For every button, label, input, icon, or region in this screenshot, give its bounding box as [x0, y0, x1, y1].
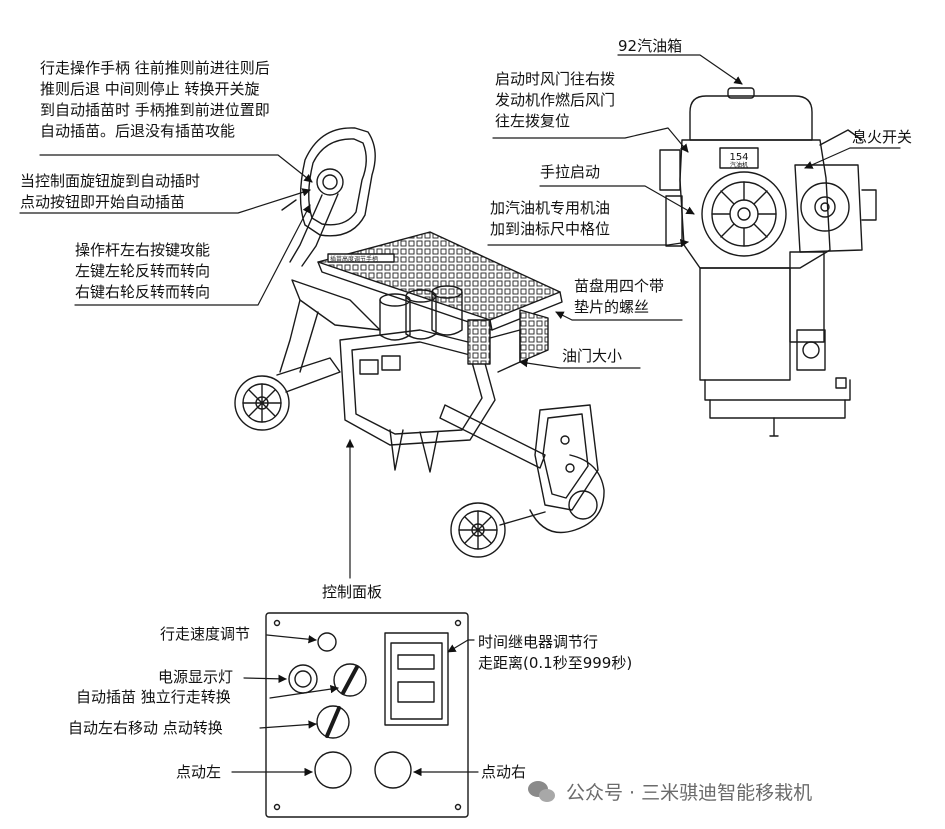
- engine-oil-label: 加汽油机专用机油 加到油标尺中格位: [490, 198, 610, 240]
- throttle-label: 油门大小: [562, 347, 623, 365]
- kill-switch-label: 息火开关: [852, 128, 913, 146]
- watermark-text: 公众号 · 三米骐迪智能移栽机: [566, 782, 813, 804]
- choke-line-3: 往左拨复位: [495, 112, 571, 130]
- engine-oil-line-2: 加到油标尺中格位: [490, 220, 611, 238]
- walk-handle-label: 行走操作手柄 往前推则前进往则后 推则后退 中间则停止 转换开关旋 到自动插苗时…: [40, 58, 270, 142]
- control-knob-line-2: 点动按钮即开始自动插苗: [20, 193, 186, 211]
- lever-buttons-line-2: 左键左轮反转而转向: [75, 262, 211, 280]
- planter-body: [234, 231, 605, 558]
- watermark: 公众号 · 三米骐迪智能移栽机: [528, 778, 812, 805]
- walk-handle-line-2: 推则后退 中间则停止 转换开关旋: [40, 80, 260, 98]
- control-panel-title: 控制面板: [322, 583, 383, 601]
- choke-line-1: 启动时风门往右拨: [495, 70, 616, 88]
- engine-plate-type: 汽油机: [730, 161, 748, 169]
- control-knob-label: 当控制面旋钮旋到自动插时 点动按钮即开始自动插苗: [20, 171, 200, 213]
- control-knob-line-1: 当控制面旋钮旋到自动插时: [20, 172, 201, 190]
- lever-buttons-line-3: 右键右轮反转而转向: [75, 283, 211, 301]
- engine-oil-line-1: 加汽油机专用机油: [490, 199, 611, 217]
- relay-line-2: 走距离(0.1秒至999秒): [478, 654, 633, 672]
- walk-handle-line-3: 到自动插苗时 手柄推到前进位置即: [40, 101, 270, 119]
- leader-lines: [19, 54, 901, 777]
- tray-bolts-label: 苗盘用四个带 垫片的螺丝: [574, 276, 664, 318]
- power-light-label: 电源显示灯: [158, 668, 234, 686]
- jog-right-label: 点动右: [481, 763, 527, 781]
- walk-handle-line-4: 自动插苗。后退没有插苗攻能: [40, 122, 236, 140]
- relay-label: 时间继电器调节行 走距离(0.1秒至999秒): [478, 632, 632, 674]
- control-panel-drawing: [265, 612, 469, 818]
- engine: [659, 87, 877, 437]
- lever-buttons-label: 操作杆左右按键攻能 左键左轮反转而转向 右键右轮反转而转向: [75, 240, 210, 303]
- walk-handle-line-1: 行走操作手柄 往前推则前进往则后: [40, 59, 270, 77]
- tray-bolts-line-1: 苗盘用四个带: [574, 277, 665, 295]
- tray-sticker-label: 插苗高度调节手柄: [330, 255, 378, 263]
- pull-start-label: 手拉启动: [540, 163, 601, 181]
- walk-handle: [281, 127, 376, 267]
- choke-line-2: 发动机作燃后风门: [495, 91, 616, 109]
- auto-jog-label: 自动左右移动 点动转换: [68, 719, 223, 737]
- choke-label: 启动时风门往右拨 发动机作燃后风门 往左拨复位: [495, 69, 615, 132]
- fuel-tank-label: 92汽油箱: [618, 37, 683, 55]
- lever-buttons-line-1: 操作杆左右按键攻能: [75, 241, 211, 259]
- relay-line-1: 时间继电器调节行: [478, 633, 599, 651]
- auto-independent-label: 自动插苗 独立行走转换: [76, 688, 231, 706]
- engine-plate-model: 154: [729, 152, 748, 163]
- speed-adjust-label: 行走速度调节: [160, 625, 251, 643]
- wechat-icon: [528, 780, 558, 803]
- tray-bolts-line-2: 垫片的螺丝: [574, 298, 650, 316]
- jog-left-label: 点动左: [176, 763, 222, 781]
